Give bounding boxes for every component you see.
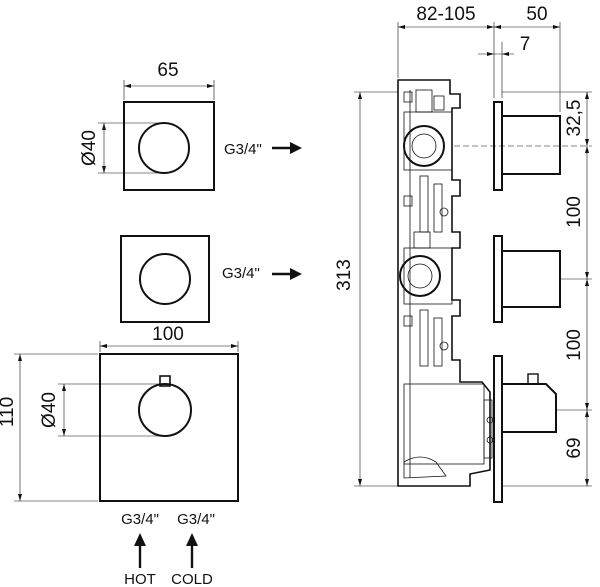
front-view-diverter-2: G3/4" — [120, 235, 302, 323]
inlet-cold-label: COLD — [171, 571, 213, 587]
front-view-thermostat: 100 110 Ø40 — [0, 324, 239, 502]
dim-dia-40-bottom: Ø40 — [39, 392, 60, 428]
dim-width-100: 100 — [152, 324, 184, 345]
dim-spacing-100-b: 100 — [564, 329, 585, 361]
inlet-cold-thread: G3/4" — [177, 511, 215, 528]
dim-width-65: 65 — [157, 60, 178, 81]
dim-height-313: 313 — [334, 259, 355, 291]
side-view-depth-dims: 82-105 50 7 — [397, 4, 561, 112]
front-view-diverter-1: 65 Ø40 G3/4" — [79, 60, 302, 191]
dim-offset-32-5: 32,5 — [564, 100, 585, 137]
dim-dia-40-top: Ø40 — [79, 130, 100, 166]
dim-height-110: 110 — [0, 397, 18, 427]
outlet-1-thread: G3/4" — [224, 141, 262, 158]
side-view-spacing-dims: 32,5 100 100 69 — [564, 92, 589, 486]
inlet-hot-thread: G3/4" — [121, 511, 159, 528]
dim-offset-69: 69 — [564, 437, 585, 458]
outlet-1-arrow — [272, 142, 302, 154]
outlet-2-arrow — [272, 268, 302, 280]
dim-depth-82-105: 82-105 — [416, 4, 475, 25]
side-view-handles — [493, 101, 561, 503]
side-view-body — [397, 79, 494, 487]
side-view-centerlines — [354, 91, 592, 487]
dim-depth-50: 50 — [526, 4, 547, 25]
inlet-cold: G3/4" COLD — [171, 511, 215, 587]
dim-313-group: 313 — [334, 92, 362, 486]
inlet-hot-label: HOT — [124, 571, 156, 587]
outlet-2-thread: G3/4" — [222, 265, 260, 282]
inlet-hot: G3/4" HOT — [121, 511, 159, 587]
dim-spacing-100-a: 100 — [564, 196, 585, 228]
dim-depth-7: 7 — [520, 34, 531, 55]
